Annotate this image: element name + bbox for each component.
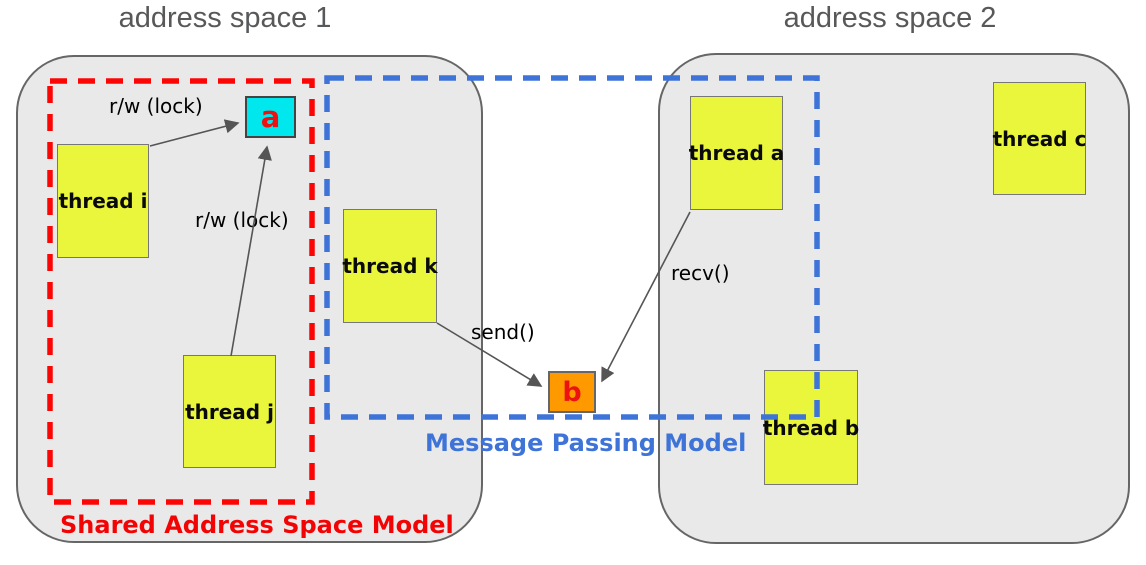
message-passing-model-label: Message Passing Model bbox=[425, 429, 747, 457]
thread-k-label: thread k bbox=[342, 254, 438, 278]
thread-c-box: thread c bbox=[993, 82, 1086, 195]
shared-address-space-model-label: Shared Address Space Model bbox=[60, 511, 454, 539]
thread-c-label: thread c bbox=[992, 126, 1087, 151]
send-label: send() bbox=[471, 320, 535, 344]
shared-variable-a-label: a bbox=[260, 100, 281, 134]
thread-a-box: thread a bbox=[688, 96, 785, 210]
recv-label: recv() bbox=[671, 261, 730, 285]
thread-b-label: thread b bbox=[762, 415, 860, 440]
message-buffer-b-label: b bbox=[562, 376, 582, 408]
address-space-1-title: address space 1 bbox=[118, 2, 332, 34]
thread-a-label: thread a bbox=[688, 141, 785, 165]
thread-i-box: thread i bbox=[57, 144, 149, 258]
shared-variable-a-box: a bbox=[245, 96, 296, 138]
thread-b-box: thread b bbox=[762, 370, 860, 485]
thread-j-box: thread j bbox=[183, 355, 276, 468]
rw-lock-label-1: r/w (lock) bbox=[109, 94, 203, 118]
message-buffer-b-box: b bbox=[548, 371, 596, 413]
thread-k-box: thread k bbox=[342, 209, 438, 323]
address-space-2-title: address space 2 bbox=[783, 2, 997, 34]
thread-j-label: thread j bbox=[185, 399, 274, 424]
thread-i-label: thread i bbox=[58, 189, 148, 213]
rw-lock-label-2: r/w (lock) bbox=[195, 208, 289, 232]
